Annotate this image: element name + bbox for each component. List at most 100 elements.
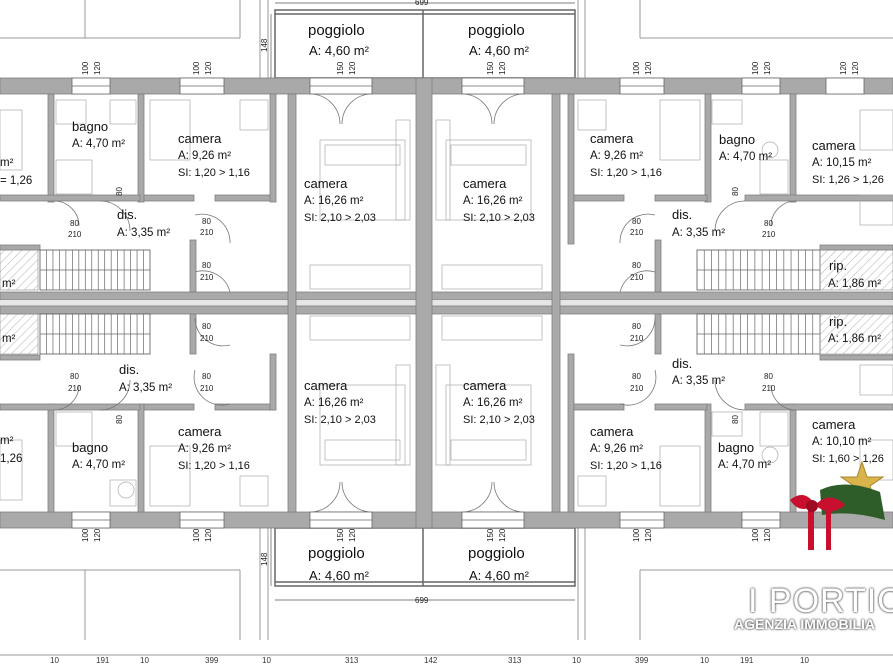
door-height: 210 [762, 230, 776, 239]
room-area: A: 3,35 m² [672, 227, 726, 239]
scale-segment: 10 [572, 656, 581, 665]
door-height: 210 [630, 384, 644, 393]
window-width: 150 [486, 528, 495, 542]
door-height: 210 [630, 334, 644, 343]
room-name: bagno [72, 119, 109, 134]
room-name: bagno [719, 132, 756, 147]
window-width: 120 [839, 61, 848, 75]
fragment: 1,26 [0, 453, 23, 465]
watermark-logo: I PORTIC [748, 582, 893, 620]
room-name: rip. [829, 314, 848, 329]
door-width: 80 [202, 372, 211, 381]
scale-segment: 313 [345, 656, 359, 665]
door-width: 80 [115, 415, 124, 424]
scale-segment: 313 [508, 656, 522, 665]
hatched-zones [0, 249, 893, 355]
dim-lines [270, 2, 575, 601]
room-area: A: 10,10 m² [812, 436, 872, 448]
room-area: A: 10,15 m² [812, 157, 872, 169]
window-width: 100 [751, 528, 760, 542]
room-si: SI: 2,10 > 2,03 [304, 414, 376, 426]
scale-segment: 191 [740, 656, 754, 665]
balcony-depth-dim: 148 [260, 38, 269, 52]
room-area: A: 4,70 m² [719, 151, 773, 163]
door-width: 80 [632, 322, 641, 331]
room-area: A: 3,35 m² [119, 382, 173, 394]
door-width: 80 [70, 219, 79, 228]
room-name: dis. [672, 207, 693, 222]
room-name: poggiolo [468, 545, 525, 562]
window-width: 120 [644, 61, 653, 75]
room-name: poggiolo [468, 22, 525, 39]
scale-segment: 191 [96, 656, 110, 665]
room-area: A: 1,86 m² [828, 278, 882, 290]
window-width: 150 [336, 528, 345, 542]
scale-segment: 399 [205, 656, 219, 665]
door-width: 80 [202, 217, 211, 226]
window-width: 120 [204, 61, 213, 75]
window-width: 120 [498, 528, 507, 542]
door-swings [53, 93, 797, 513]
room-area: A: 3,35 m² [117, 227, 171, 239]
room-name: bagno [72, 440, 109, 455]
room-name: poggiolo [308, 545, 365, 562]
room-area: A: 4,60 m² [309, 568, 369, 583]
door-width: 80 [632, 372, 641, 381]
door-width: 80 [731, 415, 740, 424]
windows [71, 77, 865, 529]
room-name: dis. [117, 207, 138, 222]
fragment: m² [2, 333, 16, 345]
room-name: camera [590, 424, 634, 439]
door-height: 210 [68, 230, 82, 239]
window-width: 120 [348, 61, 357, 75]
room-name: camera [304, 378, 348, 393]
room-area: A: 4,60 m² [309, 43, 369, 58]
room-si: SI: 2,10 > 2,03 [463, 212, 535, 224]
room-name: camera [463, 176, 507, 191]
door-height: 210 [630, 228, 644, 237]
door-height: 210 [762, 384, 776, 393]
fragment: = 1,26 [0, 175, 33, 187]
room-area: A: 4,60 m² [469, 568, 529, 583]
room-name: camera [590, 131, 634, 146]
window-width: 120 [93, 61, 102, 75]
window-width: 120 [498, 61, 507, 75]
door-height: 210 [200, 273, 214, 282]
room-si: SI: 1,20 > 1,16 [178, 167, 250, 179]
window-width: 150 [486, 61, 495, 75]
room-name: dis. [672, 356, 693, 371]
window-width: 100 [632, 61, 641, 75]
door-height: 210 [200, 334, 214, 343]
scale-segment: 10 [700, 656, 709, 665]
window-width: 100 [632, 528, 641, 542]
room-si: SI: 2,10 > 2,03 [304, 212, 376, 224]
window-width: 120 [763, 61, 772, 75]
room-area: A: 4,60 m² [469, 43, 529, 58]
scale-segment: 399 [635, 656, 649, 665]
scale-segment: 10 [800, 656, 809, 665]
room-si: SI: 1,20 > 1,16 [590, 460, 662, 472]
window-width: 120 [348, 528, 357, 542]
scale-segment: 10 [140, 656, 149, 665]
room-area: A: 9,26 m² [178, 443, 232, 455]
room-area: A: 16,26 m² [463, 195, 523, 207]
door-height: 210 [630, 273, 644, 282]
door-width: 80 [202, 322, 211, 331]
room-area: A: 16,26 m² [304, 397, 364, 409]
room-area: A: 9,26 m² [178, 150, 232, 162]
window-width: 120 [93, 528, 102, 542]
scale-segment: 10 [262, 656, 271, 665]
window-width: 120 [204, 528, 213, 542]
room-name: camera [463, 378, 507, 393]
window-width: 100 [192, 61, 201, 75]
scale-segment: 142 [424, 656, 438, 665]
room-name: dis. [119, 362, 140, 377]
fragment: m² [0, 157, 14, 169]
room-name: camera [304, 176, 348, 191]
room-area: A: 4,70 m² [72, 459, 126, 471]
room-name: poggiolo [308, 22, 365, 39]
room-name: rip. [829, 258, 848, 273]
christmas-ornament [790, 460, 885, 550]
balcony-width-dim: 699 [415, 596, 429, 605]
